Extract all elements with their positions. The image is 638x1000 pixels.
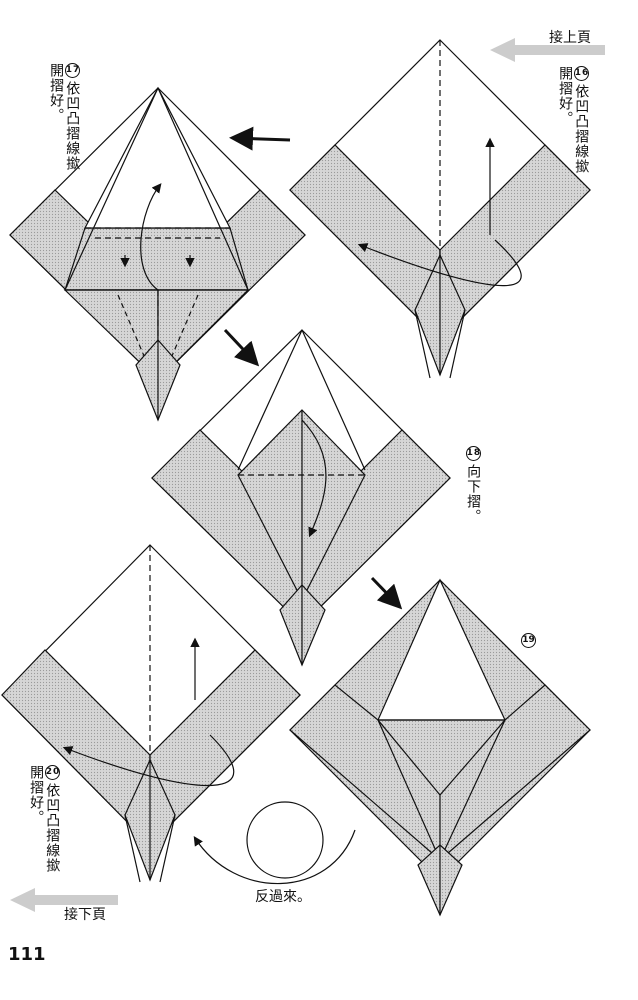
step-19-figure bbox=[289, 578, 591, 917]
turn-over-symbol bbox=[193, 801, 356, 885]
prev-page-arrow bbox=[490, 38, 605, 62]
arrow-16-to-17 bbox=[229, 126, 291, 151]
prev-page-label: 接上頁 bbox=[549, 30, 591, 46]
step-20-caption: 20依凹凸摺線撳開摺好。 bbox=[28, 765, 60, 877]
step-18-number: 18 bbox=[465, 446, 481, 461]
step-16-figure bbox=[289, 39, 591, 379]
next-page-arrow bbox=[10, 888, 118, 912]
step-19-number: 19 bbox=[521, 633, 536, 648]
step-17-number: 17 bbox=[64, 63, 80, 78]
step-16-text: 依凹凸摺線撳開摺好。 bbox=[557, 66, 590, 174]
step-18-caption: 18 向下摺。 bbox=[465, 446, 481, 524]
step-18-text: 向下摺。 bbox=[465, 464, 482, 524]
step-19-caption: 19 bbox=[521, 630, 536, 651]
step-20-text: 依凹凸摺線撳開摺好。 bbox=[28, 765, 61, 873]
step-18-figure bbox=[151, 329, 451, 667]
arrow-18-to-19 bbox=[370, 576, 403, 610]
turn-over-label: 反過來。 bbox=[255, 889, 311, 905]
step-17-figure bbox=[9, 86, 306, 422]
step-16-caption: 16依凹凸摺線撳開摺好。 bbox=[557, 66, 589, 178]
arrow-17-to-18 bbox=[223, 328, 260, 367]
step-16-number: 16 bbox=[573, 66, 589, 81]
step-20-number: 20 bbox=[44, 765, 60, 780]
step-17-caption: 17依凹凸摺線撳開摺好。 bbox=[48, 63, 80, 175]
step-20-figure bbox=[1, 544, 301, 883]
next-page-label: 接下頁 bbox=[64, 907, 106, 923]
step-17-text: 依凹凸摺線撳開摺好。 bbox=[48, 63, 81, 171]
page-number: 111 bbox=[8, 944, 46, 965]
